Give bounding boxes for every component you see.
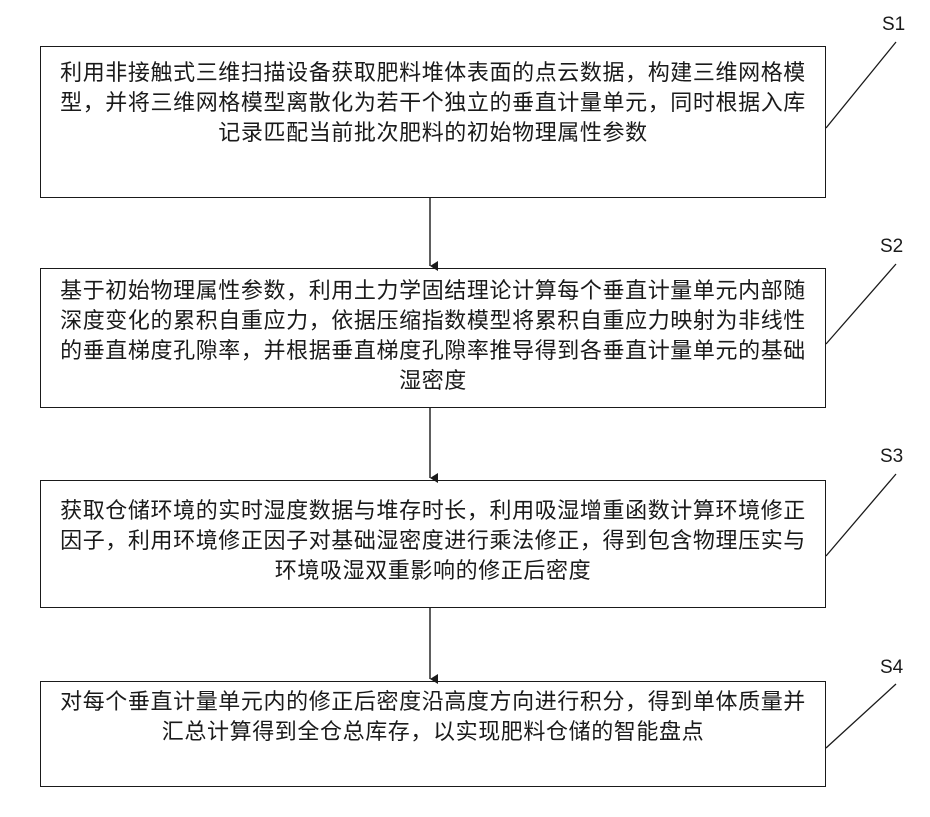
leader-line-s4 (826, 684, 896, 748)
leader-line-s1 (826, 42, 896, 128)
leader-lines (826, 42, 896, 748)
leader-line-s2 (826, 264, 896, 344)
leader-line-s3 (826, 474, 896, 556)
